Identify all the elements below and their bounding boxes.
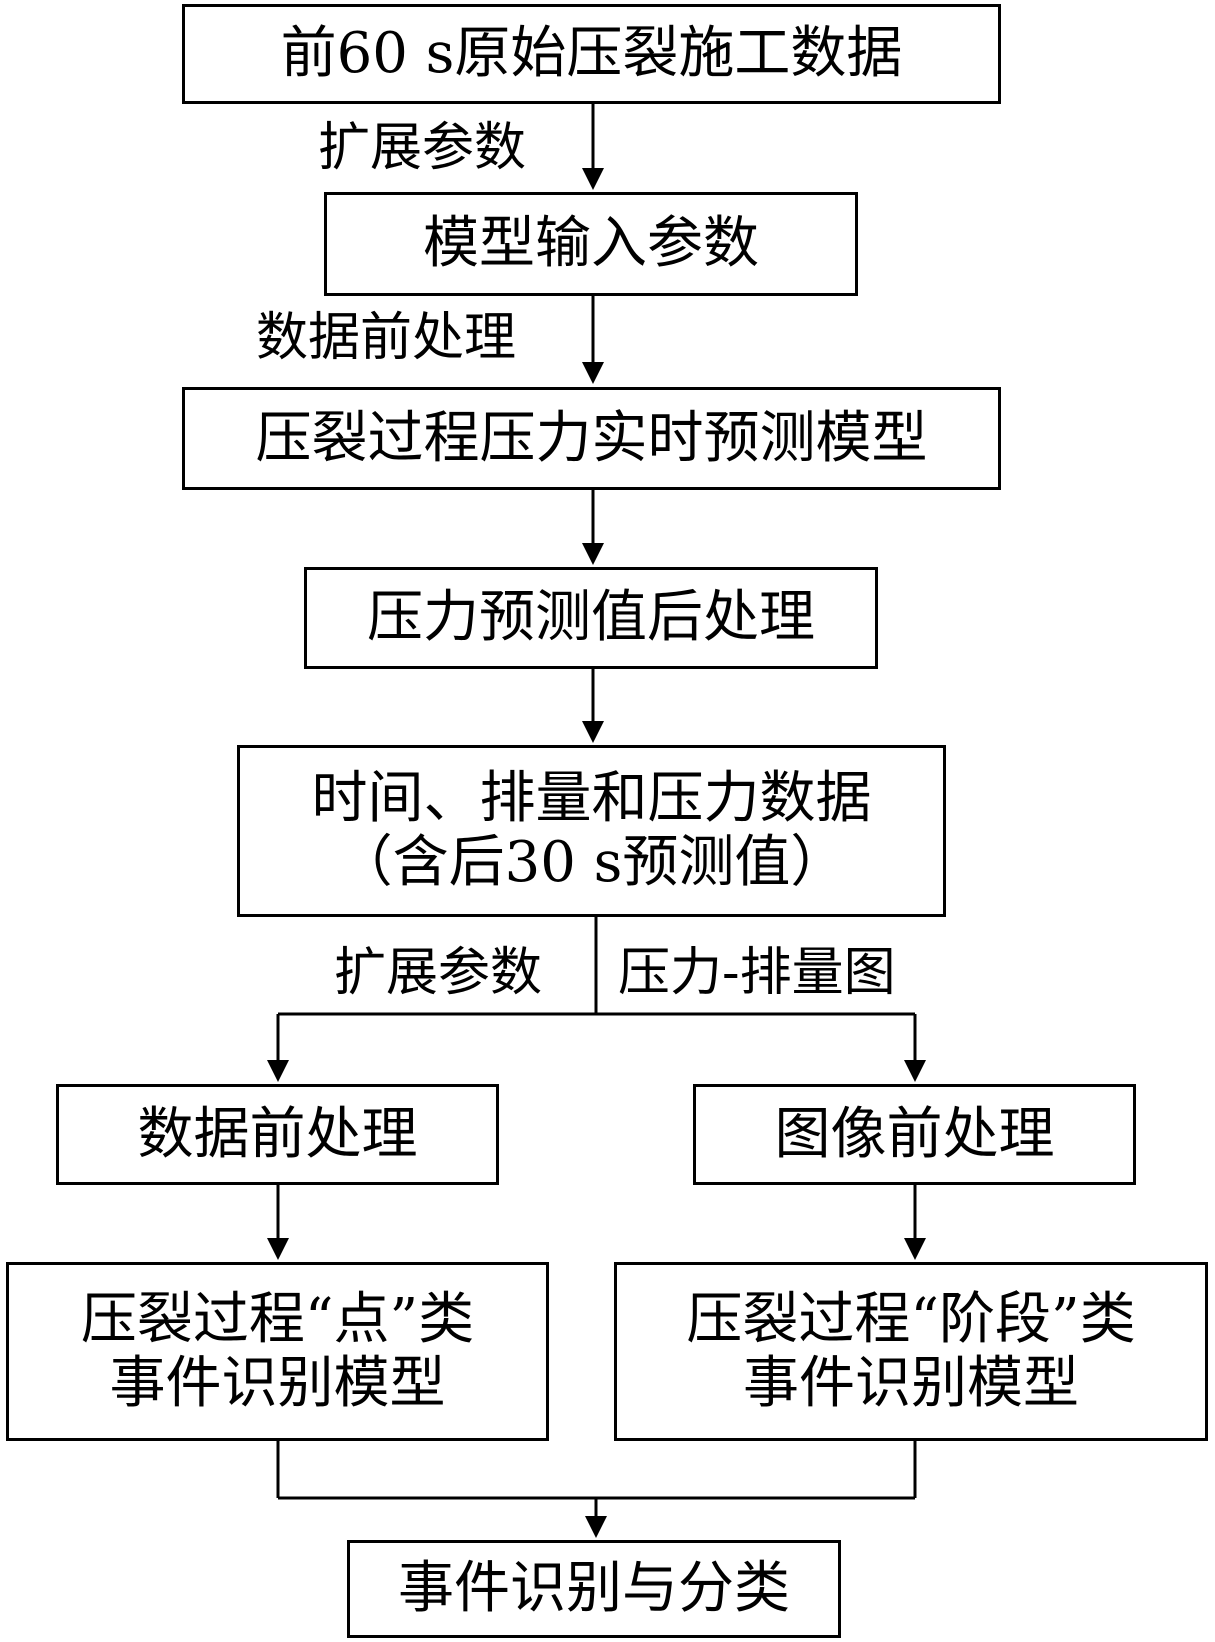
node-image-preprocess-text: 图像前处理	[774, 1101, 1055, 1167]
arrowhead	[585, 1516, 607, 1538]
arrowhead	[267, 1060, 289, 1082]
node-image-preprocess: 图像前处理	[693, 1084, 1136, 1185]
node-data-preprocess: 数据前处理	[56, 1084, 499, 1185]
edge-label-data-preprocess-top: 数据前处理	[256, 308, 517, 368]
arrowhead	[582, 168, 604, 190]
arrowhead	[582, 543, 604, 565]
node-raw-data-text: 前60 s原始压裂施工数据	[280, 21, 903, 86]
edge-label-expand-params-top: 扩展参数	[318, 118, 527, 178]
node-post-process: 压力预测值后处理	[304, 567, 878, 669]
node-point-model-line2: 事件识别模型	[109, 1350, 446, 1416]
node-result-text: 事件识别与分类	[398, 1556, 790, 1621]
node-combined-data-line2: （含后30 s预测值）	[336, 830, 847, 895]
node-result: 事件识别与分类	[347, 1540, 841, 1638]
node-raw-data: 前60 s原始压裂施工数据	[182, 4, 1001, 104]
arrowhead	[267, 1238, 289, 1260]
node-stage-model-line1: 压裂过程“阶段”类	[686, 1286, 1136, 1352]
edge-label-pressure-rate-chart: 压力-排量图	[618, 943, 896, 1003]
node-realtime-model-text: 压裂过程压力实时预测模型	[255, 405, 928, 471]
edge-label-expand-params-bottom: 扩展参数	[334, 943, 543, 1003]
node-realtime-model: 压裂过程压力实时预测模型	[182, 387, 1001, 490]
arrowhead	[904, 1238, 926, 1260]
node-stage-model: 压裂过程“阶段”类 事件识别模型	[614, 1262, 1208, 1441]
arrowhead	[582, 721, 604, 743]
node-stage-model-line2: 事件识别模型	[743, 1350, 1079, 1416]
node-model-input: 模型输入参数	[324, 192, 858, 296]
arrowhead	[582, 362, 604, 384]
node-point-model: 压裂过程“点”类 事件识别模型	[6, 1262, 549, 1441]
arrowhead	[904, 1060, 926, 1082]
node-model-input-text: 模型输入参数	[423, 211, 759, 276]
node-combined-data: 时间、排量和压力数据 （含后30 s预测值）	[237, 745, 946, 917]
node-post-process-text: 压力预测值后处理	[367, 585, 815, 650]
node-point-model-line1: 压裂过程“点”类	[80, 1286, 475, 1352]
node-data-preprocess-text: 数据前处理	[137, 1101, 418, 1167]
node-combined-data-line1: 时间、排量和压力数据	[311, 766, 872, 831]
